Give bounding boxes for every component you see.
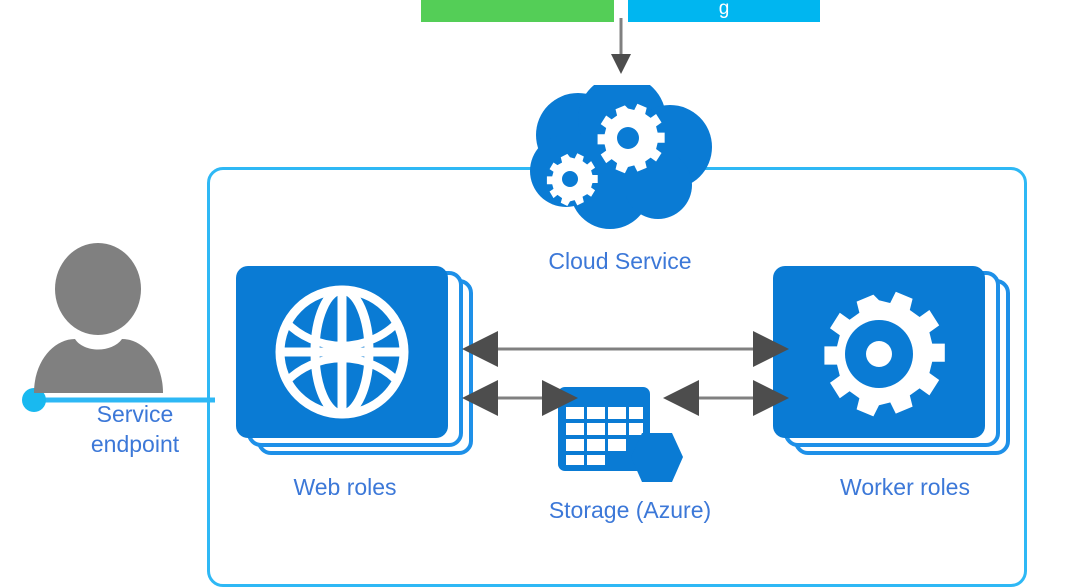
web-roles-card[interactable] — [233, 263, 478, 468]
service-endpoint-label-line2: endpoint — [90, 431, 180, 457]
web-roles-label: Web roles — [293, 474, 397, 500]
worker-roles-label: Worker roles — [840, 474, 970, 500]
service-endpoint-label: Service endpoint — [60, 399, 210, 459]
diagram-canvas: g — [22, 0, 1027, 587]
cloud-gears-icon — [530, 85, 712, 229]
top-box-blue-label: g — [718, 0, 730, 19]
top-box-green[interactable] — [421, 0, 614, 22]
storage-label: Storage (Azure) — [548, 497, 712, 523]
top-box-blue[interactable]: g — [628, 0, 820, 22]
storage-table-icon[interactable] — [556, 385, 684, 490]
service-endpoint-connector — [22, 388, 215, 412]
user-icon — [34, 243, 163, 393]
top-down-arrow-icon — [611, 18, 631, 74]
worker-roles-card[interactable] — [770, 263, 1015, 468]
service-endpoint-label-line1: Service — [96, 401, 174, 427]
cloud-service-label: Cloud Service — [548, 248, 692, 274]
